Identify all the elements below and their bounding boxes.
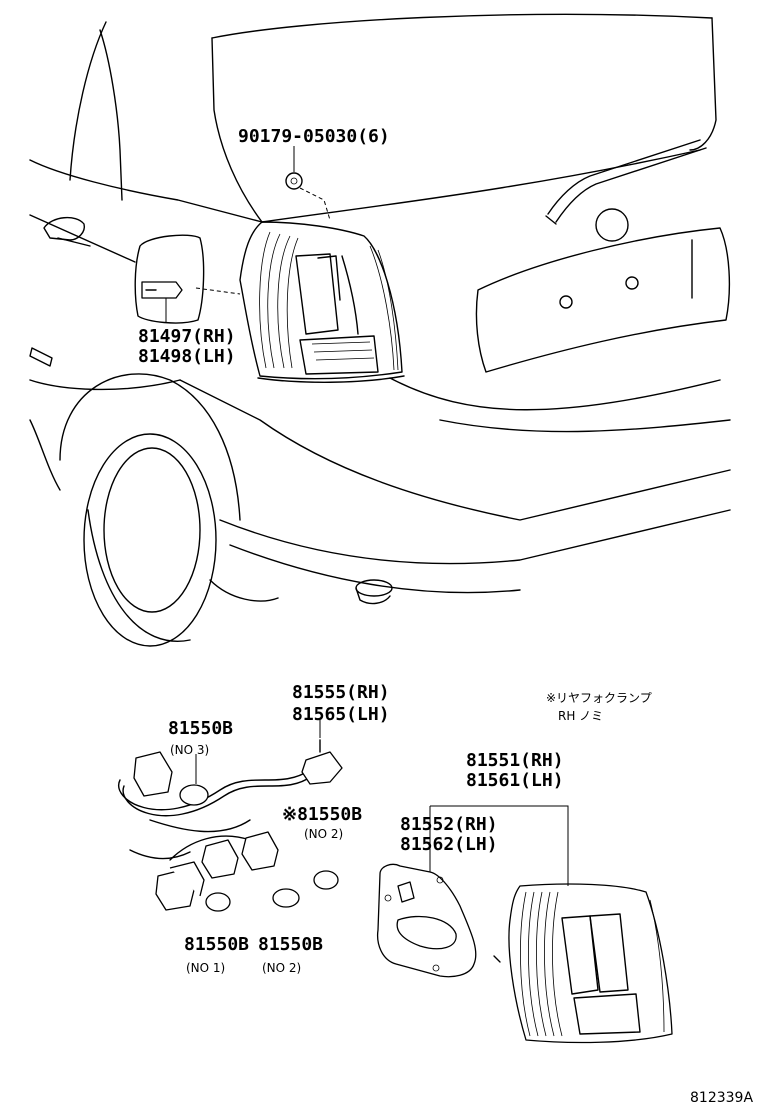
callout-lamp-lh: 81561(LH) [466, 770, 564, 791]
callout-socket-lh: 81565(LH) [292, 704, 390, 725]
gasket [376, 863, 477, 978]
callout-bulb-no3-note: (NO 3) [170, 743, 209, 757]
callout-cap-lh: 81498(LH) [138, 346, 236, 367]
callout-lamp-rh: 81551(RH) [466, 750, 564, 771]
callout-gasket-rh: 81552(RH) [400, 814, 498, 835]
bulbs [179, 784, 339, 912]
rear-combination-lamp [493, 883, 673, 1044]
leader-lines [165, 146, 569, 886]
callout-bulb-no2-lower-note: (NO 2) [262, 961, 301, 975]
callout-gasket-lh: 81562(LH) [400, 834, 498, 855]
callout-bulb-no1: 81550B [184, 934, 249, 955]
car-body-drawing [29, 13, 731, 647]
callout-bulb-no3: 81550B [168, 718, 233, 739]
figure-ref: 812339A [690, 1090, 753, 1106]
footnote-line1: ※リヤフォクランプ [546, 691, 652, 705]
callout-cap-rh: 81497(RH) [138, 326, 236, 347]
callout-bulb-no2-upper: ※81550B [282, 804, 362, 825]
socket-and-wire-assembly [118, 739, 343, 911]
callout-bulb-no2-lower: 81550B [258, 934, 323, 955]
callout-socket-rh: 81555(RH) [292, 682, 390, 703]
callout-bulb-no1-note: (NO 1) [186, 961, 225, 975]
callout-screw: 90179-05030(6) [238, 126, 390, 147]
footnote-line2: RH ノミ [558, 709, 603, 723]
callout-bulb-no2-upper-note: (NO 2) [304, 827, 343, 841]
